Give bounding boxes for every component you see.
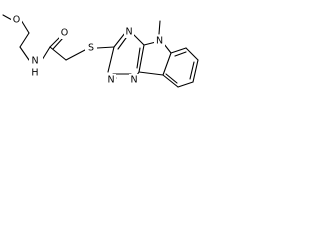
bond-ch2-s — [65, 49, 86, 61]
bond-n5-methyl — [158, 20, 161, 35]
bond-ch2-ch2 — [19, 32, 30, 48]
bond-s-c3 — [96, 46, 115, 49]
bond-ch3-o-ether — [2, 14, 13, 21]
bond-o-ether-ch2 — [20, 19, 30, 34]
bond-c3-n4 — [113, 32, 126, 48]
atom-n-triazine-bottom-right: N — [130, 75, 137, 86]
bond-c4a-c9b — [138, 44, 145, 73]
bond-nh-carbonyl-c — [41, 46, 51, 61]
bond-c5a-c9a — [162, 52, 172, 76]
bond-benz-4 — [177, 81, 194, 88]
bond-c9a-c9b — [138, 71, 164, 76]
atom-n-amide: N — [31, 56, 38, 67]
bond-benz-1 — [170, 47, 187, 54]
atom-o-ether: O — [13, 15, 20, 26]
atom-n-triazine-bottom-left: N — [107, 75, 114, 86]
atom-h-amide: H — [31, 68, 38, 79]
atom-n-indole: N — [156, 36, 163, 47]
atom-o-carbonyl: O — [61, 28, 68, 39]
bond-carbonyl-ch2 — [49, 46, 67, 61]
atom-n-triazine-top: N — [125, 27, 132, 38]
bond-benz-5 — [162, 74, 179, 88]
atom-labels: O N H O S N N N N — [11, 14, 165, 86]
bond-benz-inner-3 — [165, 73, 178, 84]
bond-n2-c3 — [107, 46, 115, 73]
bond-benz-inner-1 — [174, 51, 187, 57]
bond-benz-inner-2 — [189, 61, 195, 80]
atom-s-thio: S — [88, 43, 94, 54]
bond-inner-1 — [117, 37, 127, 50]
bond-carbonyl-double-b — [52, 37, 64, 50]
chemical-structure-diagram: O N H O S N N N N — [2, 14, 199, 88]
bond-inner-2 — [136, 47, 141, 69]
bond-ch2-nh — [19, 46, 30, 61]
bond-benz-3 — [192, 59, 199, 83]
bond-n5-c5a — [163, 43, 172, 54]
bond-benz-2 — [185, 47, 199, 61]
